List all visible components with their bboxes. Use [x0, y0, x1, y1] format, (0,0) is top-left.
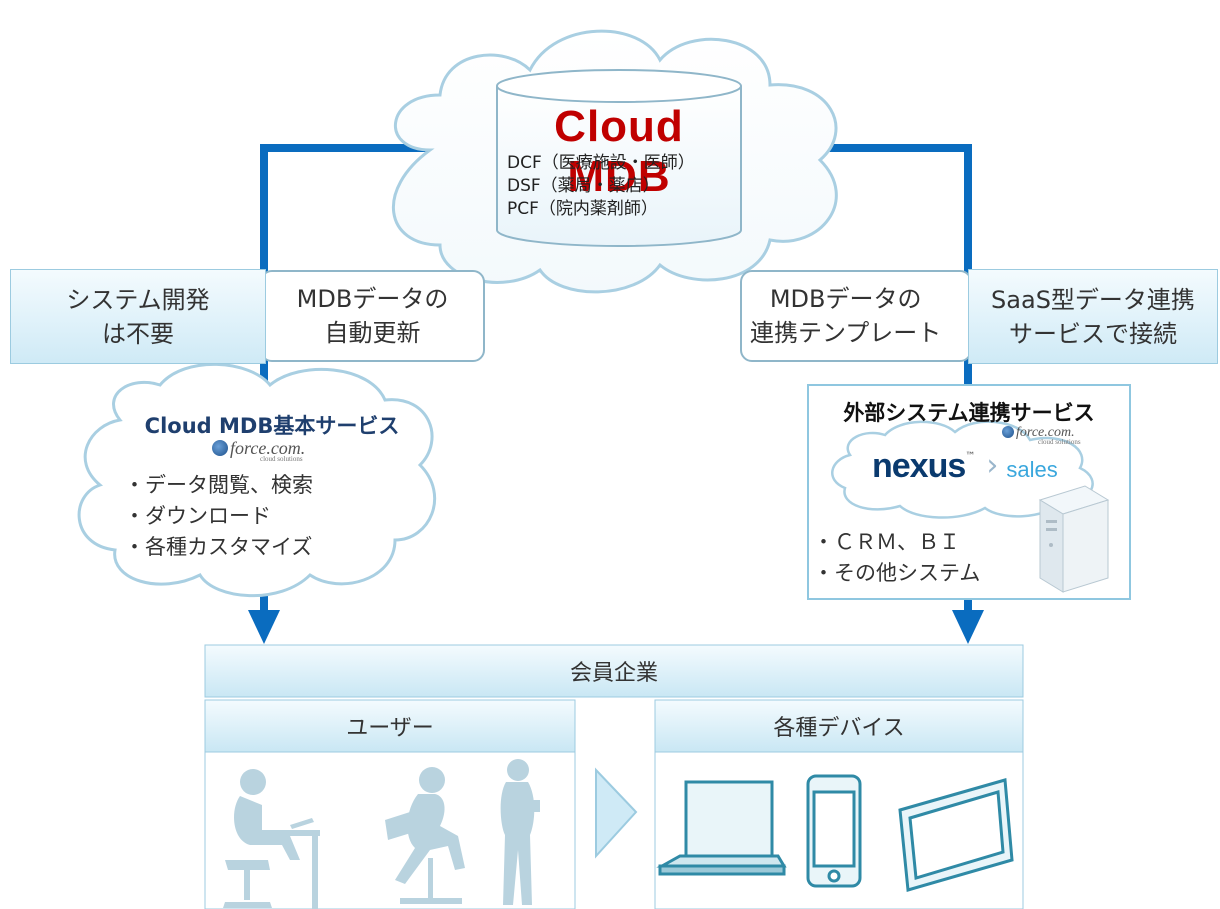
nexus-tm: ™ — [965, 451, 976, 462]
devices-title: 各種デバイス — [773, 716, 905, 741]
external-service-bullets: ・ＣＲＭ、ＢＩ ・その他システム — [813, 527, 980, 589]
basic-service-title: Cloud MDB基本サービス — [144, 414, 400, 438]
users-header — [204, 699, 576, 753]
cloud-db-title: Cloud MDB — [554, 102, 684, 201]
user-standing-phone-icon — [500, 759, 540, 905]
member-bar — [204, 644, 1024, 698]
force-logo-right-sub: cloud solutions — [1038, 438, 1081, 446]
globe-icon — [212, 440, 228, 456]
users-title: ユーザー — [346, 716, 434, 741]
arrow-left — [248, 610, 280, 644]
tablet-icon — [898, 778, 1014, 892]
nexus-cloud — [831, 420, 1094, 519]
laptop-icon — [656, 780, 787, 876]
db-line-pcf: PCF（院内薬剤師） — [507, 199, 658, 219]
force-logo-text: force.com. — [230, 438, 306, 458]
no-system-dev-label: システム開発 は不要 — [10, 269, 266, 364]
db-line-dcf: DCF（医療施設・医師） — [507, 153, 695, 173]
bullet-download: ・ダウンロード — [124, 504, 271, 528]
force-logo-right-text: force.com. — [1016, 425, 1075, 440]
bullet-other-systems: ・その他システム — [813, 561, 981, 585]
bullet-crm-bi: ・ＣＲＭ、ＢＩ — [813, 530, 960, 554]
bullet-browse: ・データ閲覧、検索 — [124, 473, 313, 497]
devices-header — [654, 699, 1024, 753]
basic-service-bullets: ・データ閲覧、検索 ・ダウンロード ・各種カスタマイズ — [124, 470, 313, 563]
sales-wordmark: sales — [1006, 457, 1058, 482]
force-logo-left: force.com. cloud solutions — [212, 438, 305, 463]
user-sitting-desk-icon — [223, 769, 320, 909]
cloud-db-list: DCF（医療施設・医師） DSF（薬局・薬店） PCF（院内薬剤師） — [507, 152, 735, 221]
db-line-dsf: DSF（薬局・薬店） — [507, 176, 660, 196]
flow-chevron-icon — [595, 767, 638, 859]
template-label: MDBデータの 連携テンプレート — [740, 270, 972, 362]
basic-service-cloud — [77, 362, 437, 598]
bullet-customize: ・各種カスタマイズ — [124, 535, 313, 559]
force-logo-right: force.com. cloud solutions — [1002, 425, 1081, 446]
saas-connect-label: SaaS型データ連携 サービスで接続 — [968, 269, 1218, 364]
user-sitting-chair-icon — [385, 767, 465, 904]
database-cylinder — [496, 69, 742, 247]
arrow-right — [952, 610, 984, 644]
external-service-title: 外部システム連携サービス — [843, 401, 1095, 425]
chevron-right-icon: › — [986, 448, 999, 483]
smartphone-icon — [806, 774, 862, 888]
auto-update-label: MDBデータの 自動更新 — [260, 270, 485, 362]
server-tower-icon — [1038, 485, 1110, 593]
nexus-logo: nexus™ › sales — [872, 447, 1058, 486]
globe-icon-small — [1002, 426, 1014, 438]
force-logo-sub: cloud solutions — [260, 455, 303, 463]
member-company-title: 会員企業 — [569, 661, 658, 686]
nexus-wordmark: nexus — [872, 447, 966, 485]
